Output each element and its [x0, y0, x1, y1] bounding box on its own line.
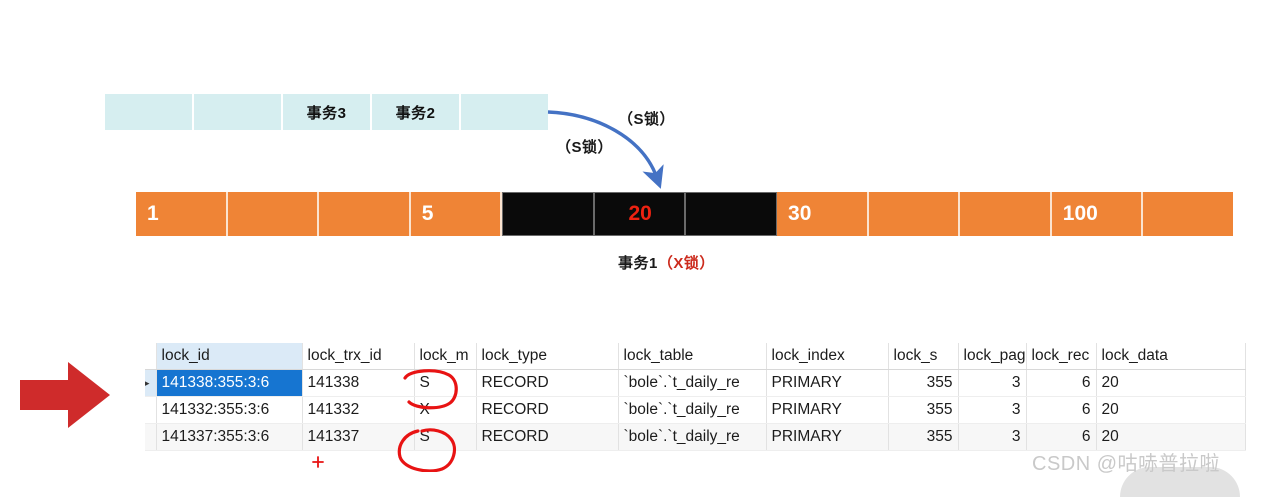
record-cell-3 — [319, 192, 411, 236]
record-cell-locked-b — [686, 192, 778, 236]
transaction-strip-cell-txn2: 事务2 — [372, 94, 461, 130]
cell-lock-page[interactable]: 3 — [958, 423, 1027, 451]
red-pointer-arrow-icon — [20, 362, 110, 428]
cell-lock-table[interactable]: `bole`.`t_daily_re — [618, 423, 767, 451]
row-marker-icon — [145, 396, 157, 424]
cell-lock-data[interactable]: 20 — [1096, 369, 1246, 397]
x-lock-caption-transaction: 事务1 — [618, 255, 658, 272]
red-plus-annotation-icon — [312, 456, 324, 468]
cell-lock-mode[interactable]: X — [414, 396, 477, 424]
record-cell-locked-a — [502, 192, 595, 236]
cell-lock-space[interactable]: 355 — [888, 423, 959, 451]
cell-lock-mode[interactable]: S — [414, 369, 477, 397]
cell-lock-id[interactable]: 141337:355:3:6 — [156, 423, 303, 451]
column-header-lock-index[interactable]: lock_index — [766, 343, 889, 370]
cell-lock-type[interactable]: RECORD — [476, 423, 619, 451]
cell-lock-table[interactable]: `bole`.`t_daily_re — [618, 396, 767, 424]
column-header-lock-data[interactable]: lock_data — [1096, 343, 1246, 370]
column-header-lock-rec[interactable]: lock_rec — [1026, 343, 1097, 370]
column-header-lock-page[interactable]: lock_pag — [958, 343, 1027, 370]
cell-lock-table[interactable]: `bole`.`t_daily_re — [618, 369, 767, 397]
cell-lock-data[interactable]: 20 — [1096, 423, 1246, 451]
record-cell-9 — [868, 192, 961, 236]
row-marker-header — [145, 343, 157, 370]
s-lock-label-lower: （S锁） — [556, 139, 614, 156]
cell-lock-space[interactable]: 355 — [888, 396, 959, 424]
transaction-strip-cell-txn3: 事务3 — [283, 94, 372, 130]
cell-lock-index[interactable]: PRIMARY — [766, 369, 889, 397]
column-header-lock-mode[interactable]: lock_m — [414, 343, 477, 370]
transaction-strip: 事务3 事务2 — [105, 94, 548, 130]
cell-lock-id[interactable]: 141332:355:3:6 — [156, 396, 303, 424]
transaction-strip-cell — [194, 94, 283, 130]
x-lock-caption-mode: （X锁） — [657, 255, 715, 272]
cell-lock-page[interactable]: 3 — [958, 396, 1027, 424]
cell-lock-page[interactable]: 3 — [958, 369, 1027, 397]
record-cell-2 — [227, 192, 320, 236]
cell-lock-mode[interactable]: S — [414, 423, 477, 451]
record-cell-1: 1 — [136, 192, 228, 236]
record-cell-locked-20-value: 20 — [628, 202, 652, 225]
column-header-lock-space[interactable]: lock_s — [888, 343, 959, 370]
table-header-row: lock_id lock_trx_id lock_m lock_type loc… — [145, 343, 1246, 370]
record-cell-locked-20: 20 — [594, 192, 687, 236]
cell-lock-trx-id[interactable]: 141332 — [302, 396, 415, 424]
cell-lock-type[interactable]: RECORD — [476, 396, 619, 424]
cell-lock-trx-id[interactable]: 141338 — [302, 369, 415, 397]
lock-result-grid[interactable]: lock_id lock_trx_id lock_m lock_type loc… — [145, 343, 1246, 451]
column-header-lock-trx-id[interactable]: lock_trx_id — [302, 343, 415, 370]
record-cell-100: 100 — [1051, 192, 1144, 236]
cell-lock-rec[interactable]: 6 — [1026, 369, 1097, 397]
column-header-lock-type[interactable]: lock_type — [476, 343, 619, 370]
cell-lock-data[interactable]: 20 — [1096, 396, 1246, 424]
transaction-strip-cell — [105, 94, 194, 130]
record-cell-30: 30 — [777, 192, 869, 236]
record-bar: 1 5 20 30 100 — [136, 192, 1233, 236]
cell-lock-type[interactable]: RECORD — [476, 369, 619, 397]
record-cell-10 — [960, 192, 1052, 236]
watermark-text: CSDN @咕哧普拉啦 — [1032, 453, 1221, 475]
cell-lock-rec[interactable]: 6 — [1026, 396, 1097, 424]
row-marker-icon: ▸ — [145, 369, 157, 397]
record-cell-12 — [1143, 192, 1233, 236]
s-lock-label-upper: （S锁） — [618, 111, 676, 128]
cell-lock-rec[interactable]: 6 — [1026, 423, 1097, 451]
row-marker-icon — [145, 423, 157, 451]
cell-lock-trx-id[interactable]: 141337 — [302, 423, 415, 451]
cell-lock-index[interactable]: PRIMARY — [766, 396, 889, 424]
column-header-lock-table[interactable]: lock_table — [618, 343, 767, 370]
cell-lock-space[interactable]: 355 — [888, 369, 959, 397]
table-row[interactable]: 141332:355:3:6 141332 X RECORD `bole`.`t… — [145, 396, 1246, 424]
cell-lock-id[interactable]: 141338:355:3:6 — [156, 369, 303, 397]
blue-curved-arrow-icon — [547, 110, 664, 189]
table-row[interactable]: ▸ 141338:355:3:6 141338 S RECORD `bole`.… — [145, 369, 1246, 397]
transaction-strip-cell — [461, 94, 548, 130]
record-cell-5: 5 — [410, 192, 503, 236]
column-header-lock-id[interactable]: lock_id — [156, 343, 303, 370]
x-lock-caption: 事务1（X锁） — [618, 252, 715, 273]
cell-lock-index[interactable]: PRIMARY — [766, 423, 889, 451]
